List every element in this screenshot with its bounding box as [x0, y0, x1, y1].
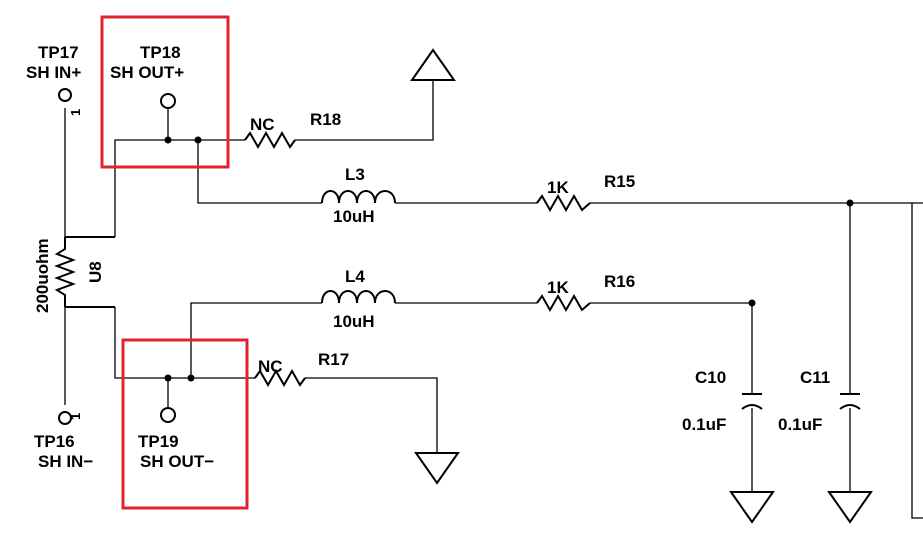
tp17-symbol [58, 88, 72, 102]
r17-ref-label: R17 [318, 350, 349, 369]
tp19-name-label: SH OUT− [140, 452, 214, 471]
r15-resistor [536, 193, 591, 213]
tp19-symbol [160, 407, 176, 423]
c11-capacitor [839, 393, 861, 410]
r16-resistor [536, 293, 591, 313]
ground-symbol-c11 [827, 491, 873, 524]
tp16-pin-label: 1 [68, 413, 83, 420]
l4-value-label: 10uH [333, 312, 375, 331]
r15-ref-label: R15 [604, 172, 635, 191]
highlight-box-tp19 [121, 338, 249, 510]
tp16-symbol [58, 411, 72, 425]
ground-symbol-top [410, 48, 456, 81]
c11-ref-label: C11 [800, 368, 830, 387]
tp19-ref-label: TP19 [138, 432, 179, 451]
c11-value-label: 0.1uF [778, 415, 822, 434]
tp17-pin-label: 1 [68, 109, 83, 116]
tp18-symbol [160, 93, 176, 109]
l4-inductor [321, 290, 396, 304]
tp18-ref-label: TP18 [140, 43, 181, 62]
tp16-name-label: SH IN− [38, 452, 93, 471]
tp18-name-label: SH OUT+ [110, 63, 184, 82]
l3-inductor [321, 190, 396, 204]
u8-ref-label: U8 [86, 261, 105, 283]
l3-value-label: 10uH [333, 207, 375, 226]
r15-value-label: 1K [547, 178, 569, 197]
r18-value-label: NC [250, 115, 275, 134]
ground-symbol-c10 [729, 491, 775, 524]
tp17-ref-label: TP17 [38, 43, 79, 62]
r16-value-label: 1K [547, 278, 569, 297]
c10-ref-label: C10 [695, 368, 726, 387]
c10-capacitor [741, 393, 763, 410]
u8-shunt-resistor [54, 236, 115, 308]
r18-ref-label: R18 [310, 110, 341, 129]
ground-symbol-r17 [414, 452, 460, 485]
junction-dots [164, 136, 854, 382]
c10-value-label: 0.1uF [682, 415, 726, 434]
r17-value-label: NC [258, 357, 283, 376]
l4-ref-label: L4 [345, 267, 365, 286]
tp16-ref-label: TP16 [34, 432, 75, 451]
wires [64, 80, 923, 519]
r17-resistor [254, 368, 306, 388]
highlight-box-tp18 [100, 15, 230, 169]
u8-value-label: 200uohm [33, 238, 52, 313]
r16-ref-label: R16 [604, 272, 635, 291]
l3-ref-label: L3 [345, 165, 365, 184]
tp17-name-label: SH IN+ [26, 63, 81, 82]
r18-resistor [244, 130, 296, 150]
